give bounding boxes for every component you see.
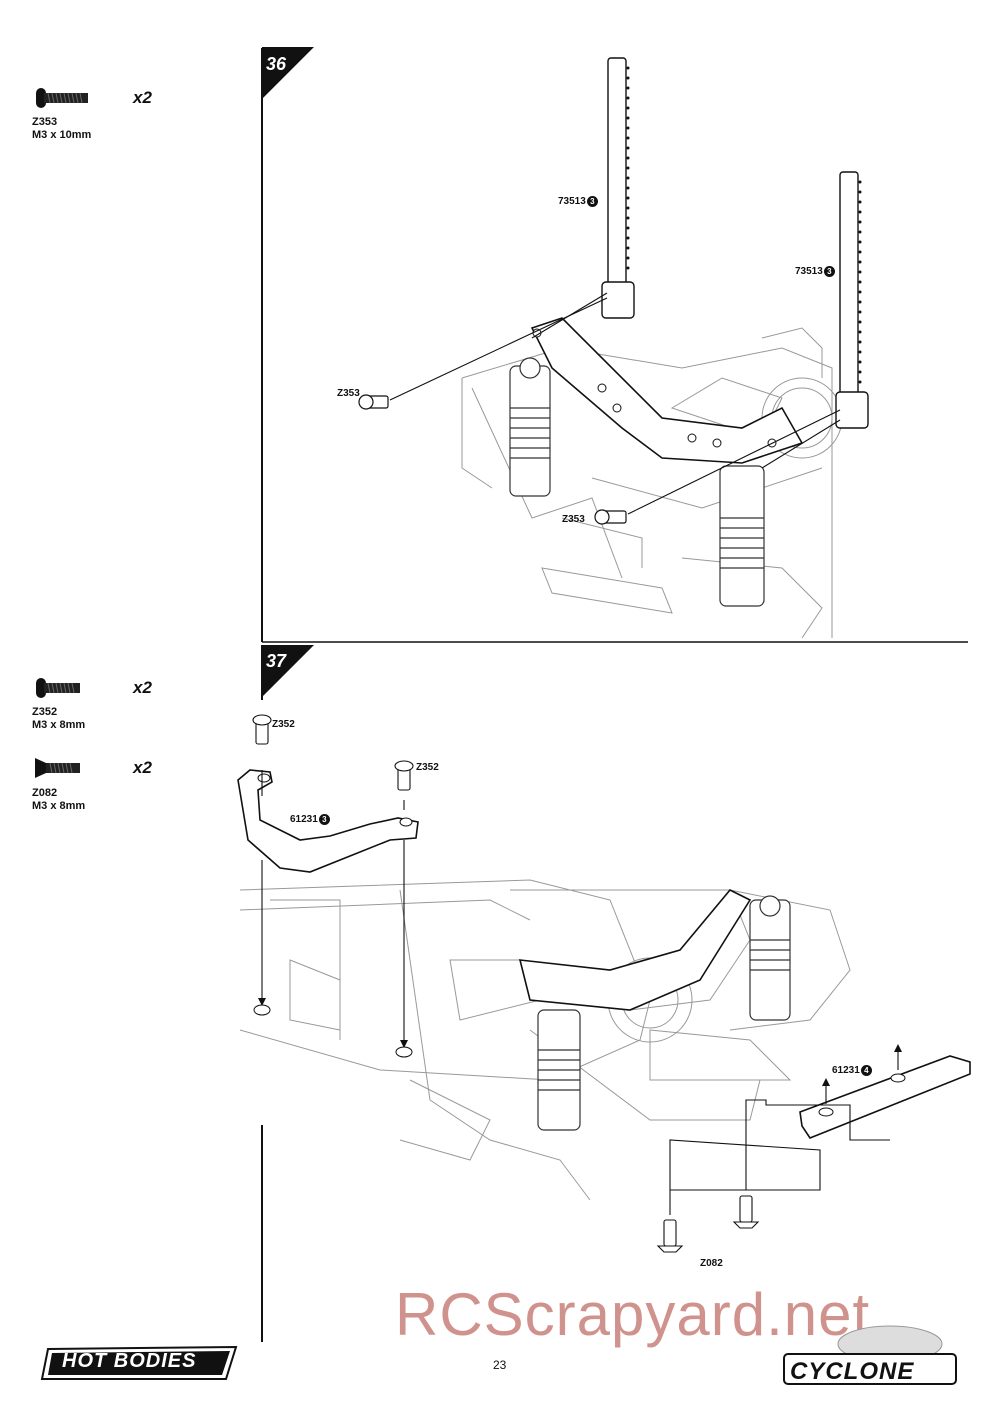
- cyclone-logo: [783, 1325, 957, 1385]
- flat-head-screw-icon: [35, 758, 80, 778]
- part-code: Z353: [32, 116, 58, 128]
- part-qty: x2: [133, 678, 152, 697]
- step-36-assembly-illustration: [358, 57, 869, 639]
- callout-number: 3: [823, 266, 835, 277]
- watermark-text: RCScrapyard.net: [395, 1281, 871, 1348]
- part-qty: x2: [133, 88, 152, 107]
- part-size: M3 x 8mm: [32, 800, 86, 812]
- screw-label: Z352: [416, 762, 439, 773]
- part-code: Z352: [32, 706, 58, 718]
- part-code: Z082: [32, 787, 58, 799]
- screw-label: Z353: [562, 514, 585, 525]
- step-37-assembly-illustration: [237, 714, 971, 1253]
- button-head-screw-icon: [36, 678, 80, 698]
- step-number: 37: [266, 651, 287, 671]
- screw-label: Z353: [337, 388, 360, 399]
- page-number: 23: [493, 1358, 507, 1372]
- screw-label: Z082: [700, 1258, 723, 1269]
- button-head-screw-icon: [36, 88, 88, 108]
- hot-bodies-logo: [40, 1345, 238, 1380]
- part-size: M3 x 8mm: [32, 719, 86, 731]
- callout-number: 4: [860, 1065, 872, 1076]
- brand-left: HOT BODIES: [62, 1350, 197, 1372]
- part-qty: x2: [133, 758, 152, 777]
- screw-label: Z352: [272, 719, 295, 730]
- callout-number: 3: [318, 814, 330, 825]
- step-number: 36: [266, 54, 287, 74]
- callout-number: 3: [586, 196, 598, 207]
- brand-right: CYCLONE: [790, 1358, 915, 1385]
- part-size: M3 x 10mm: [32, 129, 92, 141]
